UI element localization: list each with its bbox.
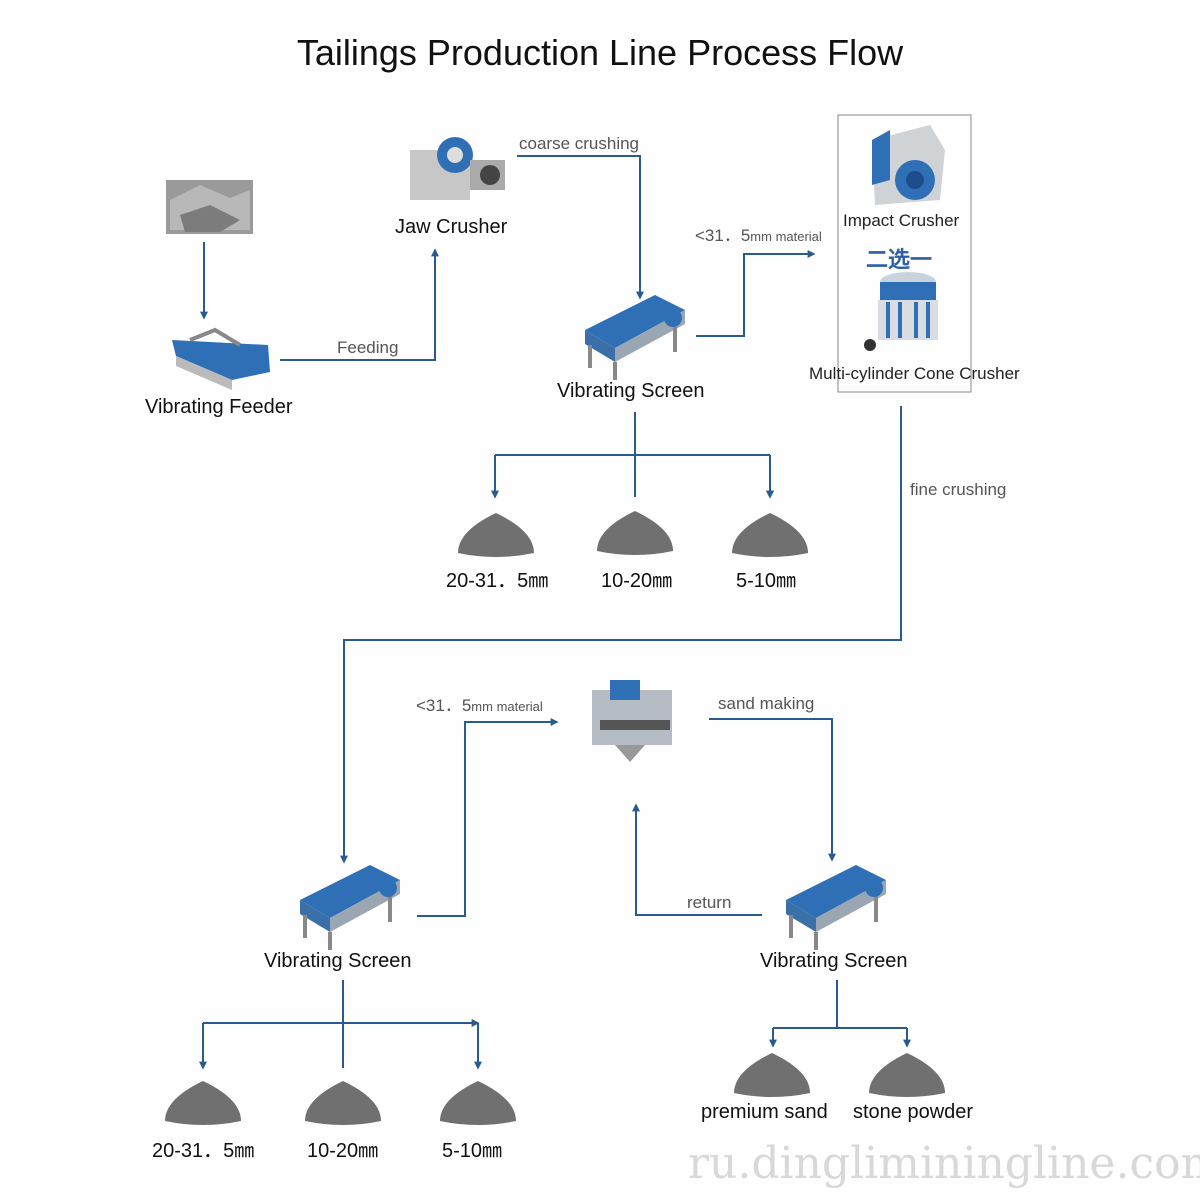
sand-making-label: sand making [718, 694, 815, 713]
product-pile [597, 511, 673, 555]
impact-crusher-label: Impact Crusher [843, 211, 960, 230]
product-pile [869, 1053, 945, 1097]
product-label: 10-20㎜ [307, 1140, 379, 1162]
arrow-screen2-products [203, 980, 478, 1068]
vibrating-screen-1-label: Vibrating Screen [557, 380, 705, 402]
product-label: 20-31．5㎜ [152, 1140, 255, 1162]
product-label: 5-10㎜ [442, 1140, 503, 1162]
material-size-label-1: <31．5mm material [695, 226, 822, 245]
product-pile [305, 1081, 381, 1125]
fine-crushing-label: fine crushing [910, 480, 1007, 499]
cone-crusher-image [864, 272, 938, 351]
arrow-sand-making [709, 718, 836, 862]
vibrating-screen-2-label: Vibrating Screen [264, 950, 412, 972]
arrow-feeding [280, 248, 439, 361]
arrow-to-secondary-crusher [696, 250, 816, 337]
vibrating-screen-1-image [583, 293, 687, 382]
coarse-crushing-label: coarse crushing [519, 134, 640, 153]
product-label: 5-10㎜ [736, 570, 797, 592]
arrow-to-sand-maker [417, 718, 559, 917]
cone-crusher-label: Multi-cylinder Cone Crusher [809, 364, 1020, 383]
material-size-label-2: <31．5mm material [416, 696, 543, 715]
jaw-crusher-label: Jaw Crusher [395, 216, 508, 238]
sand-making-machine-image [592, 680, 672, 762]
vibrating-screen-3-label: Vibrating Screen [760, 950, 908, 972]
vibrating-feeder-label: Vibrating Feeder [145, 396, 293, 418]
diagram-title: Tailings Production Line Process Flow [296, 32, 904, 73]
jaw-crusher-image [410, 137, 505, 200]
product-pile [458, 513, 534, 557]
rock-image [166, 180, 253, 234]
product-label-stone-powder: stone powder [853, 1101, 974, 1123]
product-pile [734, 1053, 810, 1097]
product-label: 10-20㎜ [601, 570, 673, 592]
product-pile [440, 1081, 516, 1125]
arrow-return [632, 803, 762, 916]
product-pile [165, 1081, 241, 1125]
vibrating-feeder-image [172, 327, 270, 390]
product-pile [732, 513, 808, 557]
return-label: return [687, 893, 732, 912]
arrow-coarse-crushing [517, 155, 644, 300]
impact-crusher-image [872, 125, 945, 205]
product-label-premium-sand: premium sand [701, 1101, 828, 1123]
feeding-label: Feeding [337, 338, 399, 357]
watermark: ru.dingliminingline.com [688, 1138, 1200, 1189]
arrow-screen3-products [773, 980, 907, 1029]
arrow-fine-crushing [340, 406, 902, 864]
vibrating-screen-2-image [298, 863, 402, 952]
arrow-screen1-products [494, 412, 770, 497]
crusher-choice-box [837, 114, 972, 393]
product-label: 20-31．5㎜ [446, 570, 549, 592]
choose-one-label: 二选一 [866, 247, 933, 272]
vibrating-screen-3-image [784, 863, 888, 952]
